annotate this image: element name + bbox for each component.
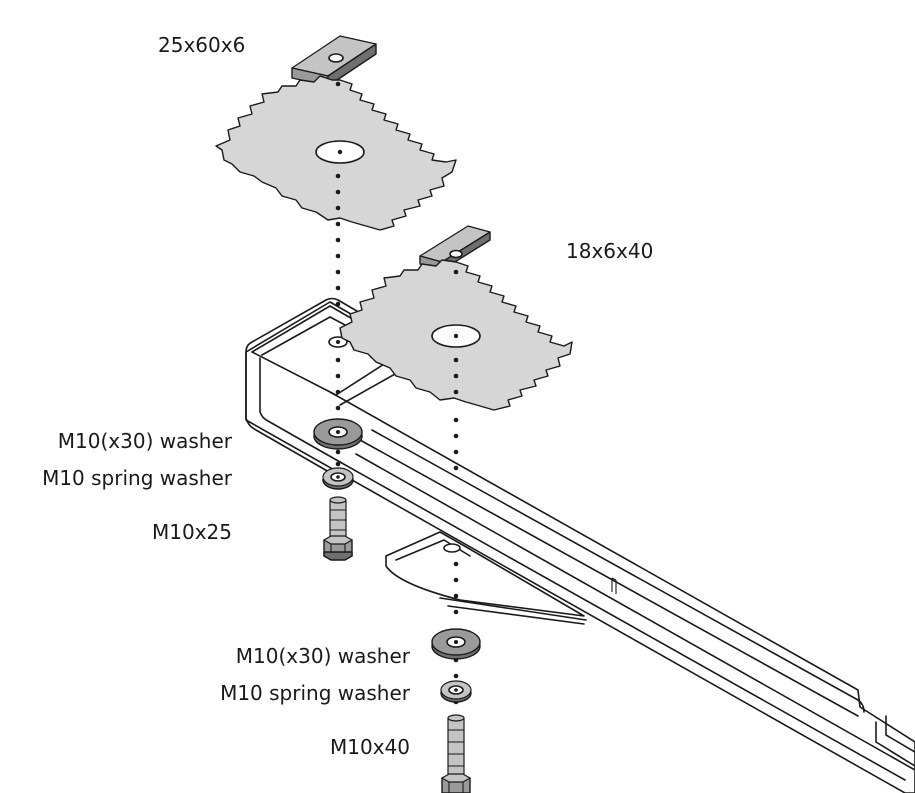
label-bolt-left: M10x25 [152,520,232,544]
label-washer-left: M10(x30) washer [58,429,233,453]
assembly-line-right [453,269,459,705]
label-washer-right: M10(x30) washer [236,644,411,668]
bolt-right [441,714,471,793]
label-lower-plate: 18x6x40 [566,239,653,263]
assembly-line-left [335,81,341,467]
upper-grip-plate [215,75,457,231]
spring-washer-right [440,680,472,703]
label-spring-washer-right: M10 spring washer [220,681,411,705]
lower-grip-plate [339,259,573,411]
label-top-plate: 25x60x6 [158,33,245,57]
washer-left [313,418,363,450]
label-spring-washer-left: M10 spring washer [42,466,233,490]
washer-right [431,628,481,660]
top-plate-block [291,35,377,87]
bolt-left [323,496,353,561]
lower-plate-block [419,225,491,271]
label-bolt-right: M10x40 [330,735,410,759]
spring-washer-left [322,467,354,490]
